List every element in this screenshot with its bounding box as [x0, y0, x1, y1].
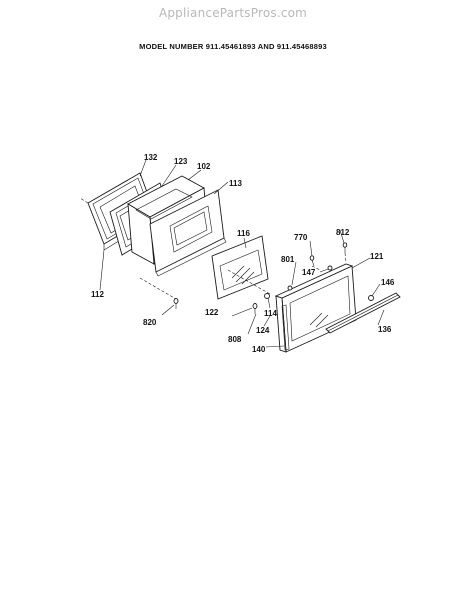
- callout-801: 801: [281, 255, 295, 264]
- callout-121: 121: [370, 252, 384, 261]
- callout-812: 812: [336, 228, 350, 237]
- door-inner-panel-part: [149, 189, 227, 277]
- callout-146: 146: [381, 278, 395, 287]
- callout-132: 132: [144, 153, 158, 162]
- callout-136: 136: [378, 325, 392, 334]
- leader-lines: [99, 159, 385, 348]
- door-handle-part: [325, 292, 401, 334]
- callout-113: 113: [229, 179, 242, 188]
- assembly-lines: [79, 197, 347, 300]
- callout-123: 123: [174, 157, 188, 166]
- callout-770: 770: [294, 233, 308, 242]
- callout-147: 147: [302, 268, 316, 277]
- door-hardware-part: [173, 242, 348, 314]
- callout-112: 112: [91, 290, 104, 299]
- callout-102: 102: [197, 162, 211, 171]
- model-number-title: MODEL NUMBER 911.45461893 AND 911.454688…: [139, 42, 327, 51]
- callout-124: 124: [256, 326, 270, 335]
- callout-808: 808: [228, 335, 242, 344]
- door-glass-part: [211, 235, 269, 300]
- callout-140: 140: [252, 345, 266, 354]
- outer-door-part: [274, 263, 357, 353]
- callout-820: 820: [143, 318, 157, 327]
- callout-122: 122: [205, 308, 219, 317]
- site-watermark: AppliancePartsPros.com: [158, 6, 308, 20]
- callout-114: 114: [264, 309, 277, 318]
- callout-116: 116: [237, 229, 250, 238]
